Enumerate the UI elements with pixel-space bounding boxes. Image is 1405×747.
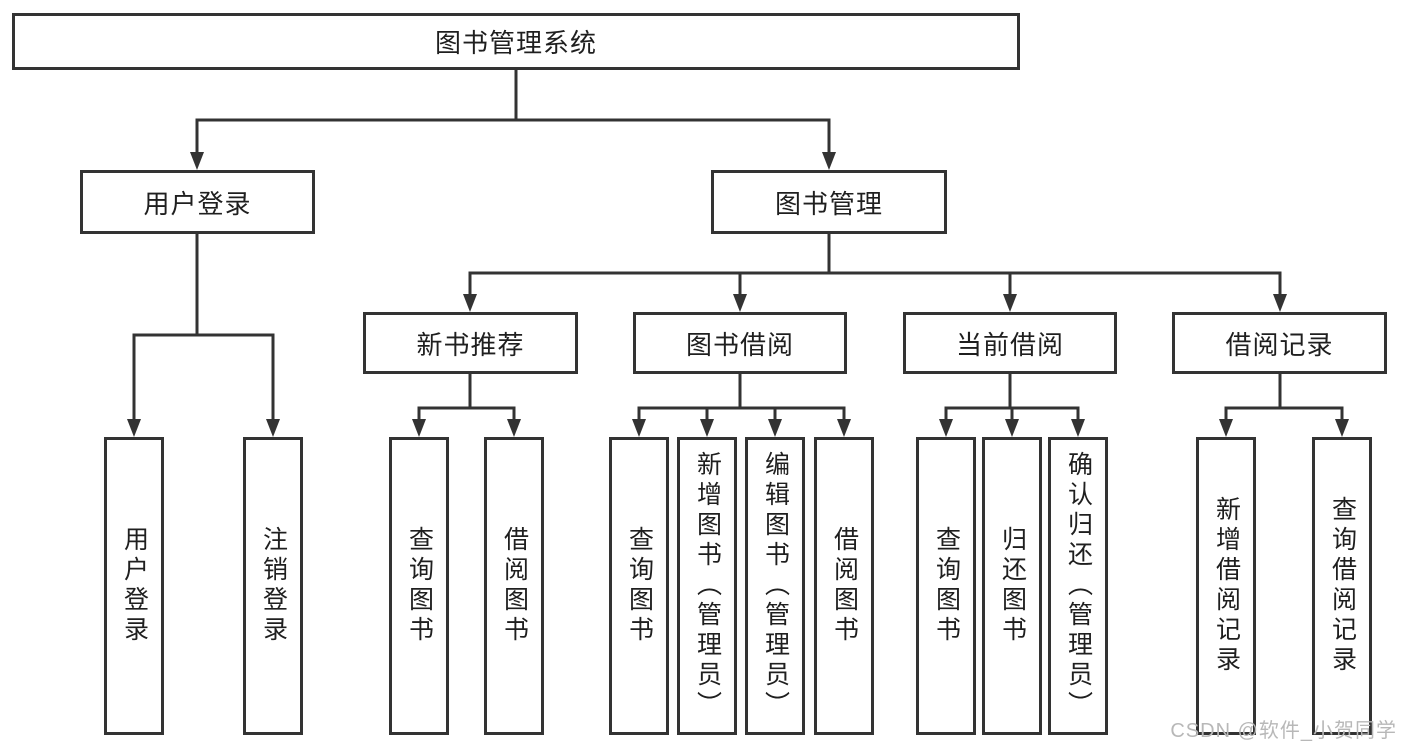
node-borrow-records-label: 借阅记录 (1225, 329, 1334, 360)
node-book-management: 图书管理 (711, 170, 947, 234)
leaf-query-books-recommend-label: 查询图书 (405, 526, 434, 646)
leaf-confirm-return-admin: 确认归还（管理员） (1048, 437, 1108, 735)
leaf-user-login: 用户登录 (104, 437, 164, 735)
node-new-book-recommend-label: 新书推荐 (416, 329, 525, 360)
leaf-logout: 注销登录 (243, 437, 303, 735)
node-current-borrowing-label: 当前借阅 (955, 329, 1064, 360)
leaf-confirm-return-admin-label: 确认归还（管理员） (1064, 451, 1093, 721)
node-book-borrowing-label: 图书借阅 (685, 329, 794, 360)
leaf-add-books-admin: 新增图书（管理员） (677, 437, 737, 735)
node-book-management-label: 图书管理 (774, 188, 883, 219)
node-user-login: 用户登录 (80, 170, 315, 234)
leaf-query-books-borrowing-label: 查询图书 (625, 526, 654, 646)
leaf-edit-books-admin-label: 编辑图书（管理员） (761, 451, 790, 721)
leaf-query-books-current: 查询图书 (916, 437, 976, 735)
node-borrow-records: 借阅记录 (1172, 312, 1387, 374)
node-new-book-recommend: 新书推荐 (363, 312, 578, 374)
leaf-query-books-borrowing: 查询图书 (609, 437, 669, 735)
leaf-query-books-current-label: 查询图书 (932, 526, 961, 646)
leaf-query-books-recommend: 查询图书 (389, 437, 449, 735)
leaf-add-borrow-record: 新增借阅记录 (1196, 437, 1256, 735)
leaf-borrow-books-recommend-label: 借阅图书 (500, 526, 529, 646)
node-book-borrowing: 图书借阅 (633, 312, 847, 374)
leaf-add-borrow-record-label: 新增借阅记录 (1212, 496, 1241, 676)
leaf-edit-books-admin: 编辑图书（管理员） (745, 437, 805, 735)
leaf-borrow-books-label: 借阅图书 (830, 526, 859, 646)
leaf-add-books-admin-label: 新增图书（管理员） (693, 451, 722, 721)
leaf-return-books: 归还图书 (982, 437, 1042, 735)
node-library-system: 图书管理系统 (12, 13, 1020, 70)
leaf-user-login-label: 用户登录 (120, 526, 149, 646)
leaf-query-borrow-record-label: 查询借阅记录 (1328, 496, 1357, 676)
leaf-borrow-books-recommend: 借阅图书 (484, 437, 544, 735)
csdn-watermark: CSDN @软件_小贺同学 (1170, 720, 1397, 742)
leaf-borrow-books: 借阅图书 (814, 437, 874, 735)
node-user-login-label: 用户登录 (143, 188, 252, 219)
leaf-logout-label: 注销登录 (259, 526, 288, 646)
node-current-borrowing: 当前借阅 (903, 312, 1117, 374)
leaf-query-borrow-record: 查询借阅记录 (1312, 437, 1372, 735)
leaf-return-books-label: 归还图书 (998, 526, 1027, 646)
node-library-system-label: 图书管理系统 (434, 28, 597, 58)
